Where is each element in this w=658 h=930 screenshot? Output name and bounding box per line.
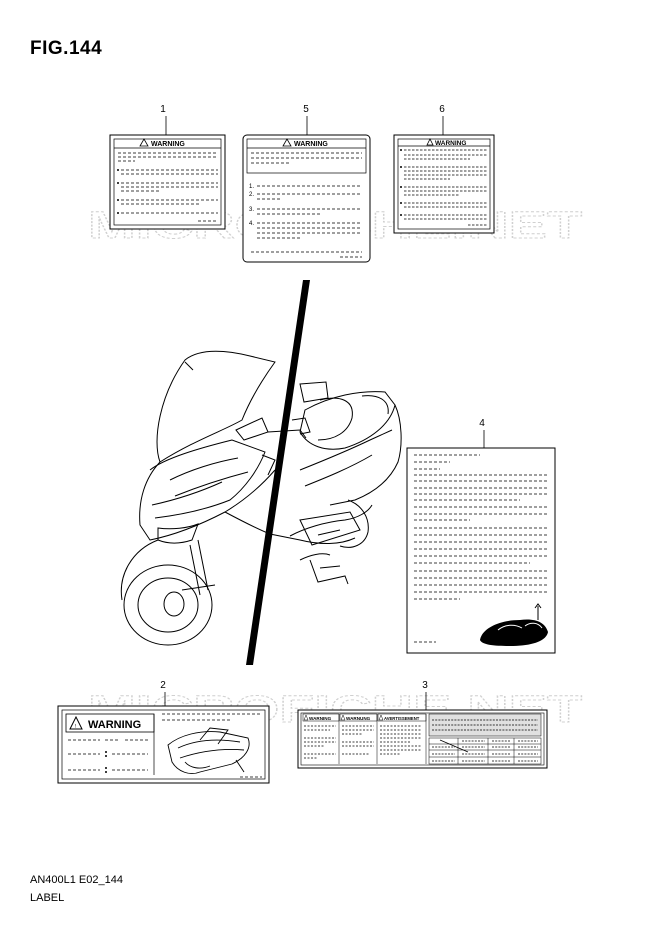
drawing-description: LABEL [30,892,65,904]
label-3-avertissement-text: AVERTISSEMENT [384,716,420,721]
label-3[interactable]: 3 WARNING WARNUNG AVERTISSEMENT [297,680,548,769]
warning-triangle-icon [426,138,434,146]
label-1[interactable]: 1 WARNING [109,104,226,230]
label-2[interactable]: 2 ! WARNING [57,680,270,784]
label-3-warning-text: WARNING [309,716,332,721]
svg-text:1.: 1. [249,184,254,190]
leader-line [246,280,310,665]
seat-pictogram [480,603,548,646]
callout-5: 5 [303,104,309,115]
seat-open-pictogram [167,727,250,774]
svg-text:!: ! [75,724,76,730]
svg-text:4.: 4. [249,221,254,227]
label-5-warning-text: WARNING [294,141,328,148]
label-4[interactable]: 4 [406,418,556,654]
label-1-warning-text: WARNING [151,141,185,148]
callout-1: 1 [160,104,166,115]
label-5[interactable]: 5 WARNING 1. 2. 3. 4. [242,104,371,263]
drawing-code: AN400L1 E02_144 [30,874,123,886]
callout-2: 2 [160,680,166,691]
svg-text:3.: 3. [249,207,254,213]
warning-triangle-icon [69,715,83,730]
warning-triangle-icon [378,714,384,721]
label-6[interactable]: 6 WARNING [393,104,495,234]
label-2-warning-text: WARNING [88,719,141,731]
label-3-warnung-text: WARNUNG [346,716,371,721]
callout-4: 4 [479,418,485,429]
callout-6: 6 [439,104,445,115]
svg-text:2.: 2. [249,192,254,198]
warning-triangle-icon [282,138,292,147]
label-6-warning-text: WARNING [435,140,466,147]
warning-triangle-icon [303,714,309,721]
warning-triangle-icon [139,138,149,147]
figure-title: FIG.144 [30,38,103,59]
warning-triangle-icon [340,714,346,721]
callout-3: 3 [422,680,428,691]
scooter-illustration [120,350,402,646]
